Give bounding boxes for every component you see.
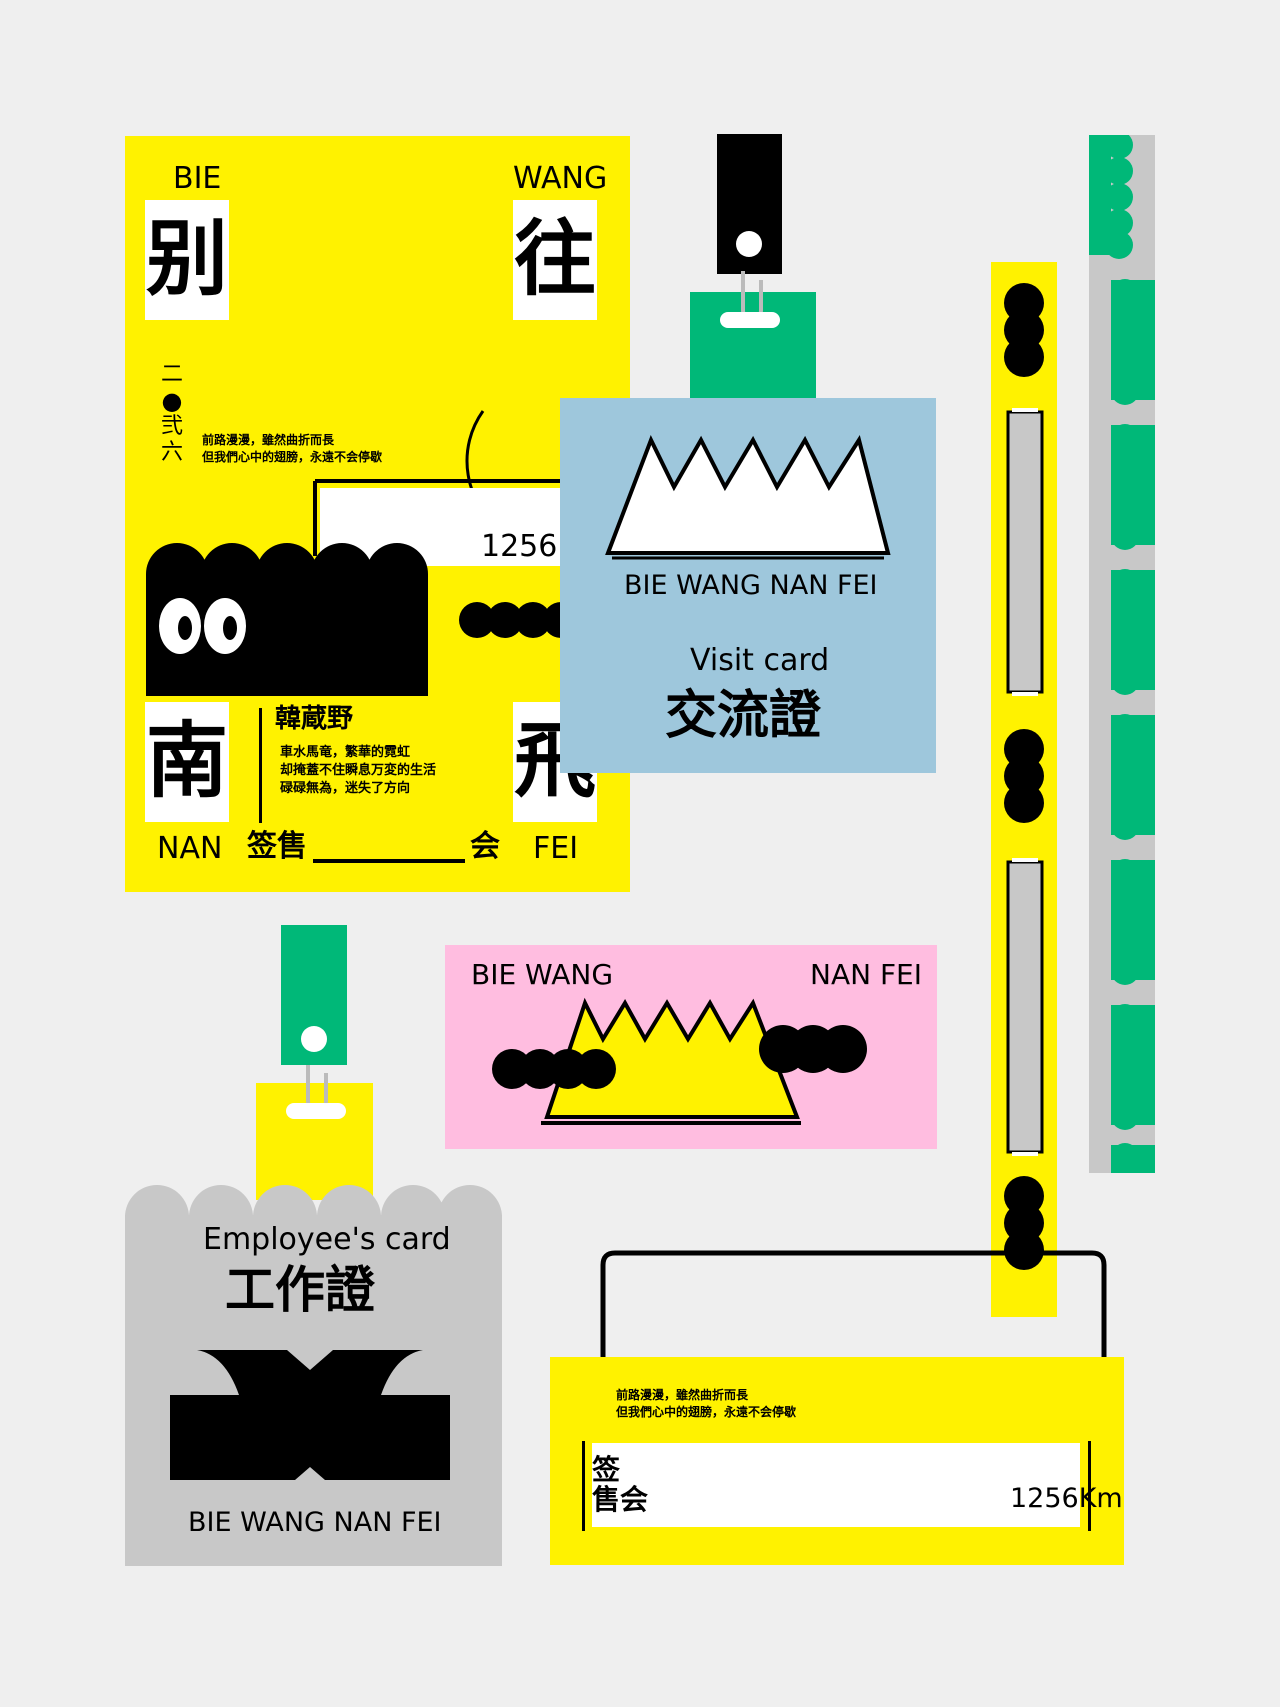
verse-line: 前路漫漫，雖然曲折而長 [616,1388,749,1402]
employee-card-brand: BIE WANG NAN FEI [188,1507,442,1538]
poster-graphics [146,410,630,863]
green-ribbon [1089,135,1155,1173]
poster-sign-label: 签售 [247,829,307,864]
poster-char-wang: 往 [513,200,597,320]
pink-ticket: BIE WANG NAN FEI [445,945,937,1149]
verse-line: 前路漫漫，雖然曲折而長 [202,433,335,447]
bottom-ticket-verse: 前路漫漫，雖然曲折而長 但我們心中的翅膀，永遠不会停歇 [616,1387,796,1421]
visit-card: BIE WANG NAN FEI Visit card 交流證 [560,398,936,773]
employee-card: Employee's card 工作證 BIE WANG NAN FEI [125,1185,502,1566]
pink-ticket-right-label: NAN FEI [810,958,922,991]
employee-card-subtitle: Employee's card [203,1222,451,1257]
employee-card-title: 工作證 [225,1261,375,1319]
poster-author: 韓蔵野 [275,704,354,734]
year-dot: ● [161,387,183,415]
poster-poem: 車水馬竜，繁華的霓虹 却掩蓋不住瞬息万変的生活 碌碌無為，迷失了方向 [280,744,436,798]
pink-ticket-left-label: BIE WANG [471,958,614,991]
verse-line: 但我們心中的翅膀，永遠不会停歇 [202,450,383,464]
year-char: 六 [160,440,183,465]
poem-line: 却掩蓋不住瞬息万変的生活 [280,763,437,778]
visit-card-lanyard [690,134,816,400]
yellow-ribbon-pattern [1004,283,1044,1270]
label-line: 签 [592,1453,621,1486]
label-line: 售会 [592,1483,649,1516]
green-ribbon-pattern [1089,135,1155,1173]
bottom-ticket: 前路漫漫，雖然曲折而長 但我們心中的翅膀，永遠不会停歇 签 售会 1256Km [550,1357,1124,1565]
event-poster: BIE WANG 别 往 二 ● 弐 六 前路漫漫，雖然曲折而長 但我們心中的翅… [125,136,630,892]
poem-line: 碌碌無為，迷失了方向 [280,781,411,796]
poster-label-wang: WANG [513,161,608,196]
poster-char-nan: 南 [145,702,229,822]
poster-label-fei: FEI [533,831,579,866]
year-char: 二 [160,362,183,387]
mountain-icon [605,434,891,560]
verse-line: 但我們心中的翅膀，永遠不会停歇 [616,1405,797,1419]
visit-card-title: 交流證 [665,686,822,746]
visit-card-subtitle: Visit card [690,643,830,678]
employee-card-lanyard [256,925,373,1200]
poster-year: 二 ● 弐 六 [159,362,185,466]
yellow-ribbon [991,262,1057,1317]
year-char: 弐 [160,414,183,439]
bottom-ticket-distance: 1256Km [1010,1483,1123,1514]
poster-verse: 前路漫漫，雖然曲折而長 但我們心中的翅膀，永遠不会停歇 [202,432,382,466]
poster-char-bie: 别 [145,200,229,320]
bottom-ticket-label: 签 售会 [592,1455,648,1515]
ticket-hanger [600,1250,1107,1360]
poster-label-nan: NAN [157,831,223,866]
poem-line: 車水馬竜，繁華的霓虹 [280,745,411,760]
poster-label-bie: BIE [173,161,222,196]
visit-card-brand: BIE WANG NAN FEI [624,570,878,601]
pink-ticket-mountain [492,997,867,1125]
bottom-ticket-frame [582,1441,1091,1531]
poster-sign-suffix: 会 [470,829,500,864]
employee-card-shape [125,1185,502,1566]
